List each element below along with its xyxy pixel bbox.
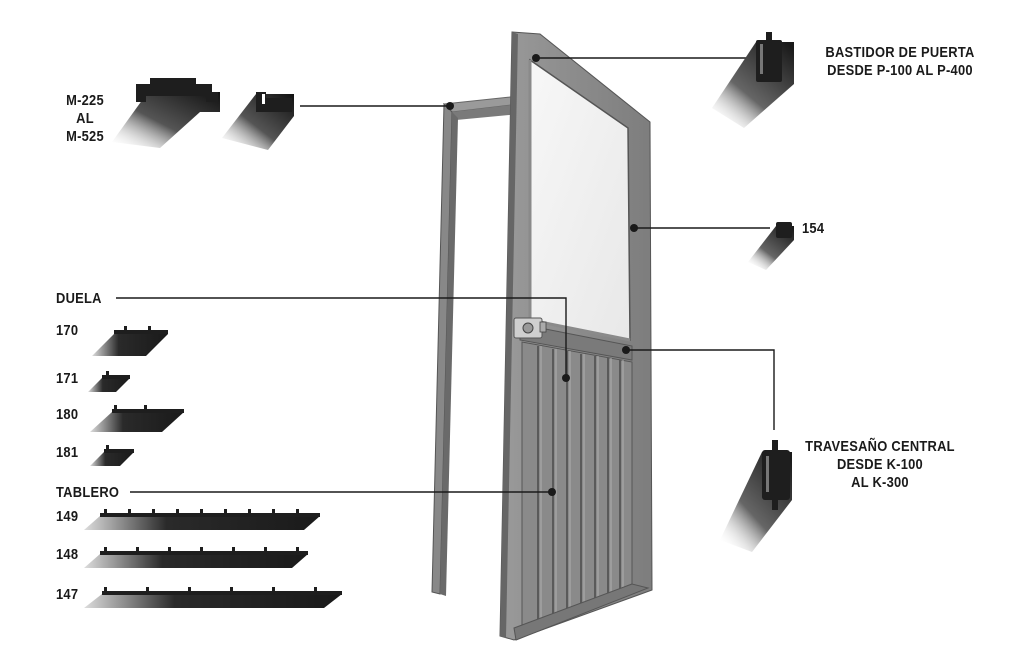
slat-profile-181-icon: [90, 445, 134, 466]
slat-profile-171-icon: [88, 371, 130, 392]
m225-line3: M-525: [66, 128, 104, 145]
door-frame: [431, 95, 641, 596]
m225-line1: M-225: [66, 92, 104, 109]
panel-profile-149-icon: [84, 509, 320, 530]
leader-lines: [116, 57, 775, 493]
door-frame-profile-icon: [112, 78, 220, 148]
label-171: 171: [56, 370, 79, 387]
bastidor-label: BASTIDOR DE PUERTA DESDE P-100 AL P-400: [814, 44, 986, 80]
door-lock-icon: [513, 317, 547, 339]
panel-slats: [537, 346, 621, 622]
slat-profile-170-icon: [92, 326, 168, 356]
slat-profile-180-icon: [90, 405, 184, 432]
travesano-line2: DESDE K-100: [836, 456, 923, 473]
m225-label: M-225 AL M-525: [55, 92, 115, 146]
label-170: 170: [56, 322, 79, 339]
panel-profile-148-icon: [84, 547, 308, 568]
travesano-line3: AL K-300: [851, 474, 909, 491]
label-148: 148: [56, 546, 79, 563]
label-154: 154: [802, 220, 825, 237]
duela-label: DUELA: [56, 290, 102, 307]
label-147: 147: [56, 586, 79, 603]
bastidor-line2: DESDE P-100 AL P-400: [827, 62, 973, 79]
center-rail-profile-icon: [720, 440, 792, 552]
door-stile-profile-icon: [222, 92, 294, 150]
m225-line2: AL: [76, 110, 94, 127]
mullion-profile-154-icon: [748, 222, 794, 270]
label-180: 180: [56, 406, 79, 423]
bastidor-line1: BASTIDOR DE PUERTA: [825, 44, 975, 61]
label-181: 181: [56, 444, 79, 461]
door-leaf: [499, 31, 653, 641]
leader-dots: [446, 54, 638, 496]
travesano-line1: TRAVESAÑO CENTRAL: [805, 438, 955, 455]
panel-profile-147-icon: [84, 587, 342, 608]
tablero-label: TABLERO: [56, 484, 120, 501]
bastidor-profile-icon: [712, 32, 794, 128]
label-149: 149: [56, 508, 79, 525]
travesano-label: TRAVESAÑO CENTRAL DESDE K-100 AL K-300: [803, 438, 958, 492]
